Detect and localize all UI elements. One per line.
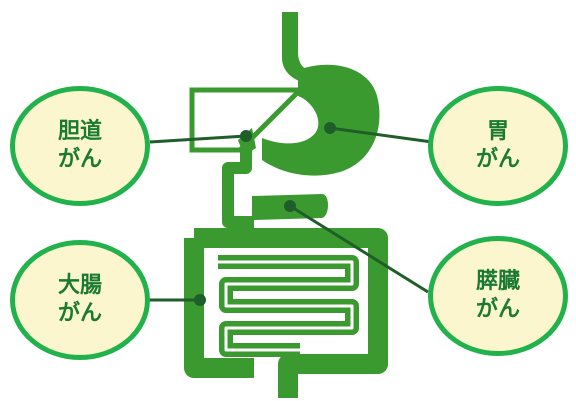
marker-pancreas [284, 200, 296, 212]
marker-stomach [324, 122, 336, 134]
label-biliary-line1: 胆道 [57, 119, 102, 144]
label-pancreas-line2: がん [475, 297, 520, 322]
label-stomach-line1: 胃 [486, 119, 509, 144]
label-stomach-line2: がん [475, 147, 520, 172]
stomach [262, 64, 380, 176]
label-colon-line2: がん [57, 301, 102, 326]
label-pancreas-line1: 膵臓 [475, 269, 520, 294]
label-stomach-cancer: 胃 がん [428, 86, 568, 206]
esophagus [282, 12, 320, 85]
large-intestine [194, 228, 388, 398]
ascending-colon [184, 238, 254, 378]
duodenum [222, 150, 254, 228]
marker-biliary [240, 130, 252, 142]
label-biliary-cancer: 胆道 がん [10, 86, 150, 206]
label-colon-line1: 大腸 [57, 273, 102, 298]
leader-line-pancreas [289, 204, 429, 294]
label-biliary-line2: がん [57, 147, 102, 172]
label-pancreas-cancer: 膵臓 がん [428, 236, 568, 356]
label-colon-cancer: 大腸 がん [10, 240, 150, 360]
small-intestine-highlight [218, 260, 354, 352]
marker-colon [194, 294, 206, 306]
leader-line-stomach [329, 126, 433, 144]
leader-line-biliary [149, 134, 247, 144]
